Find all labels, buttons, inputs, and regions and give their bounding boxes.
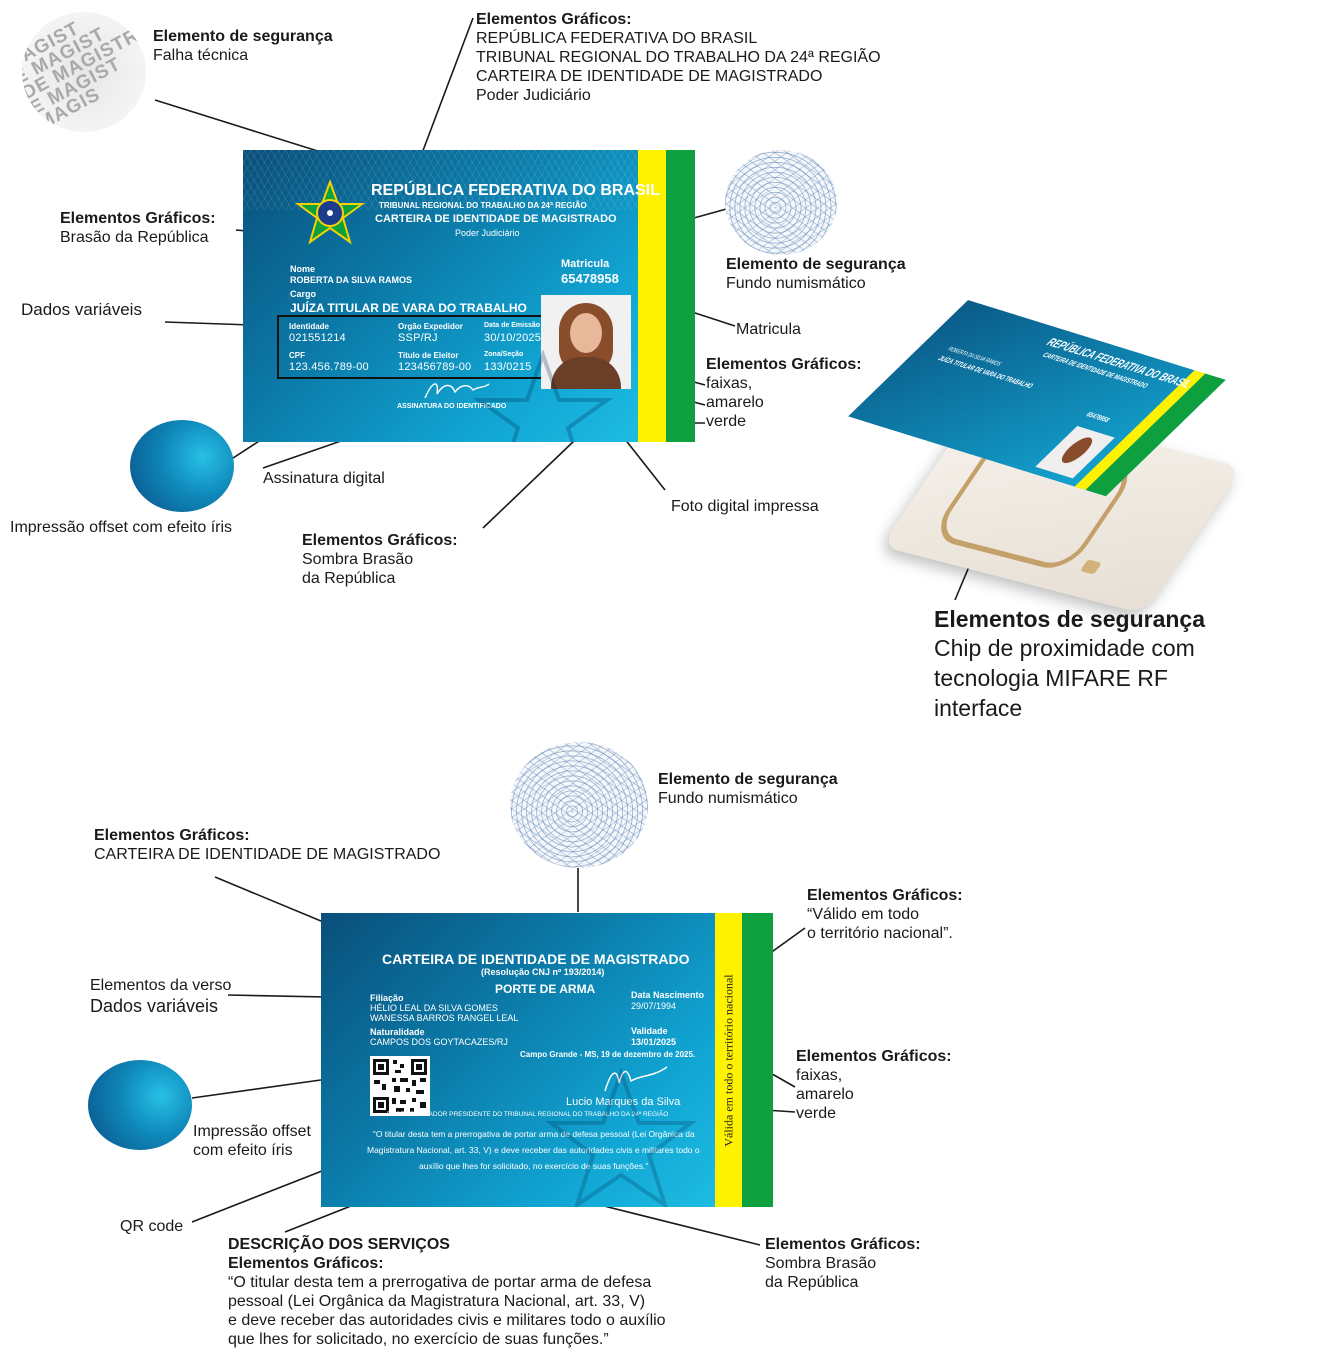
iris-sample-back xyxy=(88,1060,192,1150)
front-poder: Poder Judiciário xyxy=(455,228,520,238)
foto-annotation: Foto digital impressa xyxy=(671,498,819,515)
qr-annotation: QR code xyxy=(120,1218,184,1235)
graficos-top-annotation: Elementos Gráficos: REPÚBLICA FEDERATIVA… xyxy=(476,11,881,104)
front-nome: ROBERTA DA SILVA RAMOS xyxy=(290,275,412,285)
back-card: Válida em todo o território nacional CAR… xyxy=(321,913,773,1207)
iris-sample-front xyxy=(130,420,234,512)
green-stripe-back xyxy=(742,913,773,1207)
valido-vertical-text: Válida em todo o território nacional xyxy=(721,974,736,1147)
signature-icon xyxy=(424,383,490,399)
shadow-coat-of-arms xyxy=(472,350,614,442)
numismatic-sample-back xyxy=(510,742,648,868)
matricula-annotation: Matricula xyxy=(736,321,801,338)
front-card: REPÚBLICA FEDERATIVA DO BRASIL TRIBUNAL … xyxy=(243,150,695,442)
sombra-front-annotation: Elementos Gráficos: Sombra Brasão da Rep… xyxy=(302,532,458,587)
servicos-annotation: DESCRIÇÃO DOS SERVIÇOS Elementos Gráfico… xyxy=(228,1236,666,1348)
front-cargo: JUÍZA TITULAR DE VARA DO TRABALHO xyxy=(290,301,527,315)
stamp-text: MAGIST E MAGIST DE MAGISTR E MAGIST MAGI… xyxy=(22,18,143,132)
verso-annotation: Elementos da verso Dados variáveis xyxy=(90,977,232,1016)
numis-front-annotation: Elemento de segurança Fundo numismático xyxy=(726,256,906,292)
graficos-back-annotation: Elementos Gráficos: CARTEIRA DE IDENTIDA… xyxy=(94,827,441,863)
yellow-stripe-back xyxy=(715,913,742,1207)
green-stripe xyxy=(666,150,695,442)
iris-front-annotation: Impressão offset com efeito íris xyxy=(10,519,233,536)
front-matricula: 65478958 xyxy=(561,271,619,286)
dados-variaveis-annotation: Dados variáveis xyxy=(21,300,142,319)
qr-code xyxy=(370,1056,430,1116)
back-shadow-coat-of-arms xyxy=(545,1067,697,1207)
back-porte: PORTE DE ARMA xyxy=(495,982,596,996)
back-title: CARTEIRA DE IDENTIDADE DE MAGISTRADO xyxy=(382,951,690,967)
coat-of-arms-icon xyxy=(295,180,365,245)
front-carteira: CARTEIRA DE IDENTIDADE DE MAGISTRADO xyxy=(375,213,617,225)
sombra-back-annotation: Elementos Gráficos: Sombra Brasão da Rep… xyxy=(765,1236,921,1291)
falha-tecnica-annotation: Elemento de segurança Falha técnica xyxy=(153,28,333,64)
valido-annotation: Elementos Gráficos: “Válido em todo o te… xyxy=(807,887,963,942)
falha-tecnica-stamp: MAGIST E MAGIST DE MAGISTR E MAGIST MAGI… xyxy=(22,12,146,132)
front-tribunal: TRIBUNAL REGIONAL DO TRABALHO DA 24ª REG… xyxy=(379,201,587,210)
back-signature-icon xyxy=(604,1066,668,1092)
brasao-annotation: Elementos Gráficos: Brasão da República xyxy=(60,210,216,246)
numis-back-annotation: Elemento de segurança Fundo numismático xyxy=(658,771,838,807)
assinatura-annotation: Assinatura digital xyxy=(263,470,385,487)
front-republica: REPÚBLICA FEDERATIVA DO BRASIL xyxy=(371,182,660,199)
iris-back-annotation: Impressão offset com efeito íris xyxy=(193,1123,311,1159)
yellow-stripe xyxy=(638,150,666,442)
chip-annotation: Elementos de segurança Chip de proximida… xyxy=(934,606,1205,721)
faixas-front-annotation: Elementos Gráficos: faixas, amarelo verd… xyxy=(706,356,862,430)
numismatic-sample-front xyxy=(725,150,837,255)
faixas-back-annotation: Elementos Gráficos: faixas, amarelo verd… xyxy=(796,1048,952,1122)
chip-contact xyxy=(1079,559,1102,575)
holder-photo xyxy=(541,295,631,389)
